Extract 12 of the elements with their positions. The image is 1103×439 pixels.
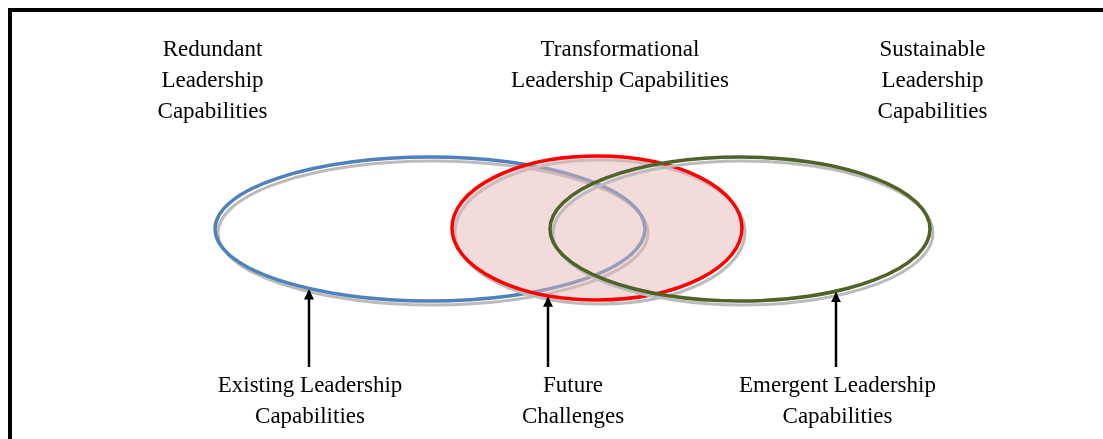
ellipse-heading: Transformational Leadership Capabilities (510, 35, 730, 94)
caption-text: Existing Leadership Capabilities (216, 371, 404, 430)
caption-text: Future Challenges (520, 371, 626, 430)
venn-ellipse (213, 155, 650, 307)
venn-ellipse (450, 154, 747, 306)
arrow (304, 289, 314, 367)
ellipse-heading: Redundant Leadership Capabilities (156, 35, 269, 125)
caption-text: Emergent Leadership Capabilities (738, 371, 937, 430)
arrow (543, 296, 553, 367)
ellipse-heading: Sustainable Leadership Capabilities (876, 35, 989, 125)
venn-ellipse (548, 155, 935, 307)
arrow (831, 292, 841, 367)
